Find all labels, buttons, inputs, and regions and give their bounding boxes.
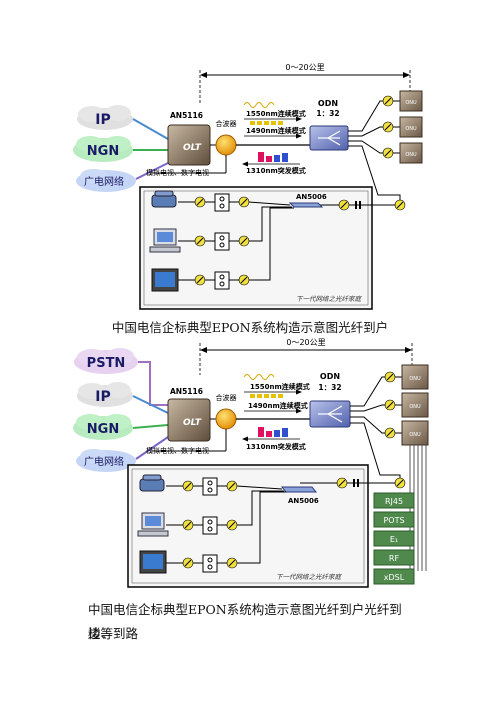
service-port-rf: RF (373, 549, 415, 566)
cloud-ngn: NGN (73, 136, 133, 162)
home-enclosure (127, 464, 369, 588)
an5006-device (280, 486, 318, 493)
svg-text:ONU: ONU (405, 126, 417, 132)
video-label: 模拟电视、数字电视 (146, 446, 209, 455)
svg-text:OLT: OLT (183, 418, 202, 428)
mode-1310-label: 1310nm突发模式 (246, 166, 306, 175)
svg-text:xDSL: xDSL (384, 573, 405, 582)
combiner-label: 合波器 (216, 393, 237, 402)
svg-text:ONU: ONU (405, 100, 417, 106)
service-port-rj45: RJ45 (373, 492, 415, 509)
odn-ratio: 1：32 (316, 109, 339, 118)
computer-icon (137, 512, 169, 537)
service-port-pots: POTS (373, 511, 415, 528)
distance-label: 0～20公里 (285, 63, 324, 72)
odn-splitter (309, 400, 351, 428)
olt-model-label: AN5116 (170, 387, 203, 396)
onu-device: ONU (399, 116, 423, 138)
olt-device: OLT (167, 398, 211, 442)
svg-text:ONU: ONU (409, 376, 421, 382)
cloud-ip: IP (77, 382, 133, 407)
svg-text:广电网络: 广电网络 (84, 175, 124, 188)
mode-1550-label: 1550nm连续模式 (250, 382, 310, 391)
service-port-e1: E₁ (373, 530, 415, 547)
mode-1490-label: 1490nm连续模式 (246, 126, 306, 135)
mode-1490-label: 1490nm连续模式 (248, 401, 308, 410)
wall-socket (202, 477, 218, 573)
combiner-device (215, 134, 237, 156)
cloud-ip: IP (77, 105, 133, 130)
svg-text:IP: IP (95, 112, 110, 128)
svg-text:RF: RF (389, 554, 400, 563)
phone-icon (151, 190, 177, 208)
onu-device: ONU (399, 90, 423, 112)
fiber-connector (194, 196, 250, 286)
svg-text:RJ45: RJ45 (385, 497, 403, 506)
epon-diagram-ftth: 0～20公里 IP NGN 广电网络 AN5116 OLT 合波器 模拟电视、数… (73, 63, 423, 310)
olt-device: OLT (167, 124, 211, 166)
an5006-label: AN5006 (288, 497, 319, 505)
tv-icon (151, 268, 179, 292)
cloud-ngn: NGN (73, 414, 133, 440)
combiner-device (215, 408, 237, 430)
svg-text:E₁: E₁ (390, 535, 398, 544)
svg-text:ONU: ONU (405, 152, 417, 158)
svg-text:NGN: NGN (87, 422, 119, 437)
an5006-label: AN5006 (296, 193, 327, 201)
onu-device: ONU (401, 392, 429, 418)
svg-text:OLT: OLT (183, 143, 202, 153)
computer-icon (149, 228, 181, 253)
onu-device: ONU (401, 364, 429, 390)
cloud-catv: 广电网络 (76, 169, 136, 192)
figure-caption-2-continued: 边等 (88, 626, 114, 641)
svg-text:NGN: NGN (87, 144, 119, 159)
svg-text:广电网络: 广电网络 (84, 455, 124, 468)
distance-label: 0～20公里 (286, 338, 325, 347)
fiber-connector (382, 95, 394, 159)
svg-text:POTS: POTS (383, 516, 404, 525)
mode-1310-label: 1310nm突发模式 (246, 442, 306, 451)
svg-text:ONU: ONU (409, 432, 421, 438)
fiber-connector (384, 371, 396, 439)
wall-socket (214, 193, 230, 290)
odn-splitter (309, 125, 349, 151)
cloud-pstn: PSTN (74, 348, 138, 374)
svg-text:IP: IP (95, 389, 110, 405)
odn-label: ODN (318, 99, 338, 108)
onu-device: ONU (401, 420, 429, 446)
phone-icon (139, 474, 165, 492)
combiner-label: 合波器 (216, 119, 237, 128)
an5006-device (288, 202, 324, 208)
service-port-xdsl: xDSL (373, 568, 415, 585)
video-label: 模拟电视、数字电视 (146, 168, 209, 177)
onu-device: ONU (399, 142, 423, 164)
svg-text:PSTN: PSTN (87, 356, 126, 371)
olt-model-label: AN5116 (170, 111, 203, 120)
cloud-catv: 广电网络 (76, 449, 136, 472)
odn-ratio: 1：32 (318, 383, 341, 392)
tv-icon (139, 550, 167, 574)
figure-caption-2: 中国电信企标典型EPON系统构造示意图光纤到户光纤到楼、到路 (88, 602, 402, 641)
odn-label: ODN (320, 372, 340, 381)
mode-1550-label: 1550nm连续模式 (246, 109, 306, 118)
epon-diagram-fttb: 0～20公里 PSTN IP NGN 广电网络 AN5116 OLT 合波器 模… (73, 338, 429, 588)
next-gen-label: 下一代网络之光纤家庭 (296, 295, 363, 303)
svg-text:ONU: ONU (409, 404, 421, 410)
figure-caption-1: 中国电信企标典型EPON系统构造示意图光纤到户 (111, 320, 389, 335)
next-gen-label: 下一代网络之光纤家庭 (276, 573, 343, 581)
